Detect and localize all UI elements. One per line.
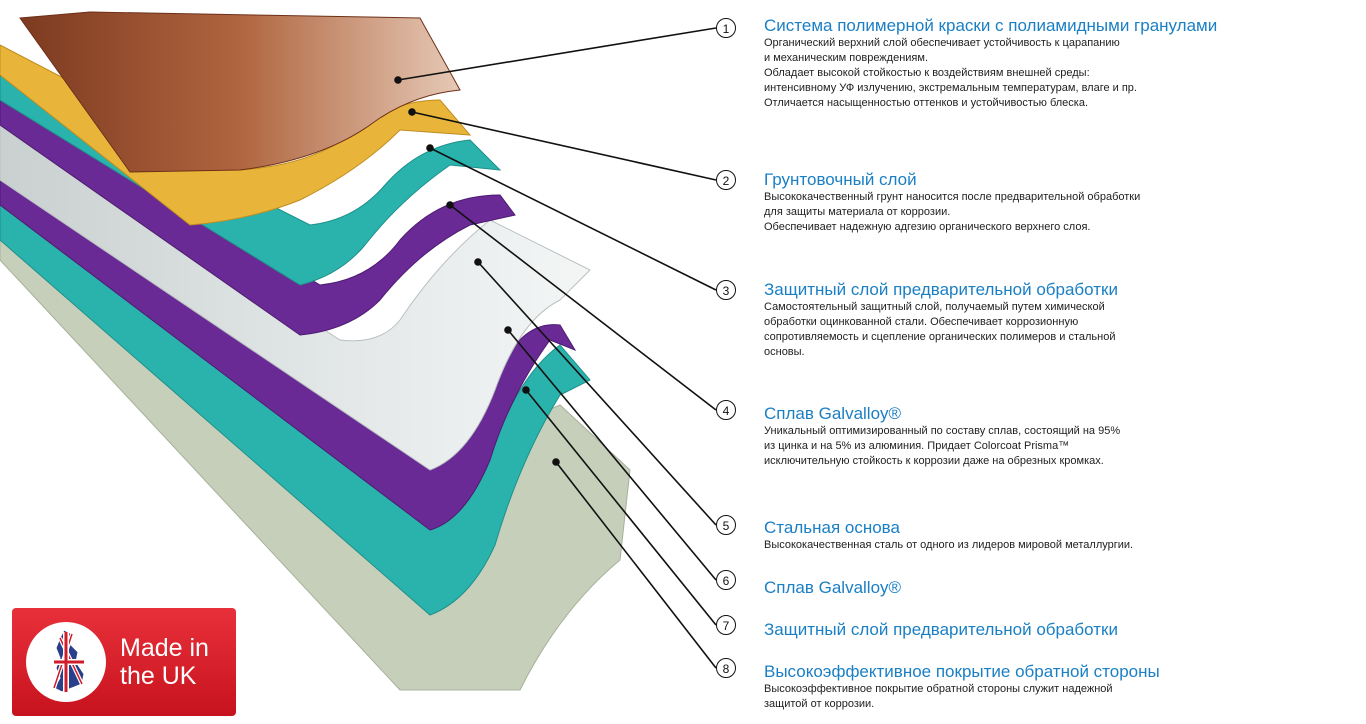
layer-number-4: 4 (716, 400, 736, 420)
leader-dot-1 (395, 77, 401, 83)
layer-description-line: Органический верхний слой обеспечивает у… (764, 36, 1364, 51)
layer-item-1: Система полимерной краски с полиамидными… (764, 16, 1364, 111)
layer-description: Уникальный оптимизированный по составу с… (764, 424, 1364, 469)
layer-item-6: Сплав Galvalloy® (764, 578, 1364, 598)
layer-description: Самостоятельный защитный слой, получаемы… (764, 300, 1364, 360)
layer-number-6: 6 (716, 570, 736, 590)
layer-description: Высококачественный грунт наносится после… (764, 190, 1364, 235)
layer-number-2: 2 (716, 170, 736, 190)
layer-description-line: Обеспечивает надежную адгезию органическ… (764, 220, 1364, 235)
layer-description-line: для защиты материала от коррозии. (764, 205, 1364, 220)
layer-description-line: Самостоятельный защитный слой, получаемы… (764, 300, 1364, 315)
layer-description-line: Высококачественный грунт наносится после… (764, 190, 1364, 205)
leader-dot-7 (523, 387, 529, 393)
layer-title: Система полимерной краски с полиамидными… (764, 16, 1364, 36)
layer-item-3: Защитный слой предварительной обработки … (764, 280, 1364, 360)
layer-description: Органический верхний слой обеспечивает у… (764, 36, 1364, 111)
leader-dot-5 (475, 259, 481, 265)
layer-title: Высокоэффективное покрытие обратной стор… (764, 662, 1364, 682)
badge-text: Made in the UK (120, 634, 209, 690)
layer-description-line: Отличается насыщенностью оттенков и усто… (764, 96, 1364, 111)
made-in-uk-badge: Made in the UK (12, 608, 236, 716)
layer-description-line: обработки оцинкованной стали. Обеспечива… (764, 315, 1364, 330)
leader-dot-3 (427, 145, 433, 151)
layer-description-line: Уникальный оптимизированный по составу с… (764, 424, 1364, 439)
layer-title: Защитный слой предварительной обработки (764, 620, 1364, 640)
leader-dot-6 (505, 327, 511, 333)
layer-description-line: защитой от коррозии. (764, 697, 1364, 712)
layer-number-7: 7 (716, 615, 736, 635)
layer-description-line: сопротивляемость и сцепление органически… (764, 330, 1364, 345)
layer-description-line: из цинка и на 5% из алюминия. Придает Co… (764, 439, 1364, 454)
layer-title: Стальная основа (764, 518, 1364, 538)
layer-description-line: и механическим повреждениям. (764, 51, 1364, 66)
layer-description-line: исключительную стойкость к коррозии даже… (764, 454, 1364, 469)
layer-description-line: Обладает высокой стойкостью к воздействи… (764, 66, 1364, 81)
layer-number-5: 5 (716, 515, 736, 535)
layer-title: Защитный слой предварительной обработки (764, 280, 1364, 300)
layer-number-8: 8 (716, 658, 736, 678)
layer-title: Сплав Galvalloy® (764, 578, 1364, 598)
layer-item-2: Грунтовочный слой Высококачественный гру… (764, 170, 1364, 235)
leader-line-1 (398, 28, 716, 80)
layer-item-7: Защитный слой предварительной обработки (764, 620, 1364, 640)
layer-description-line: интенсивному УФ излучению, экстремальным… (764, 81, 1364, 96)
layer-title: Сплав Galvalloy® (764, 404, 1364, 424)
uk-map-icon (26, 622, 106, 702)
uk-flag-map-icon (26, 622, 106, 702)
layer-item-4: Сплав Galvalloy® Уникальный оптимизирова… (764, 404, 1364, 469)
layer-description-line: Высококачественная сталь от одного из ли… (764, 538, 1364, 553)
layer-title: Грунтовочный слой (764, 170, 1364, 190)
layer-number-3: 3 (716, 280, 736, 300)
layer-item-8: Высокоэффективное покрытие обратной стор… (764, 662, 1364, 712)
leader-dot-4 (447, 202, 453, 208)
layer-description-line: основы. (764, 345, 1364, 360)
leader-dot-8 (553, 459, 559, 465)
leader-dot-2 (409, 109, 415, 115)
layer-description-line: Высокоэффективное покрытие обратной стор… (764, 682, 1364, 697)
layer-description: Высококачественная сталь от одного из ли… (764, 538, 1364, 553)
layer-description: Высокоэффективное покрытие обратной стор… (764, 682, 1364, 712)
layer-number-1: 1 (716, 18, 736, 38)
layer-item-5: Стальная основа Высококачественная сталь… (764, 518, 1364, 553)
